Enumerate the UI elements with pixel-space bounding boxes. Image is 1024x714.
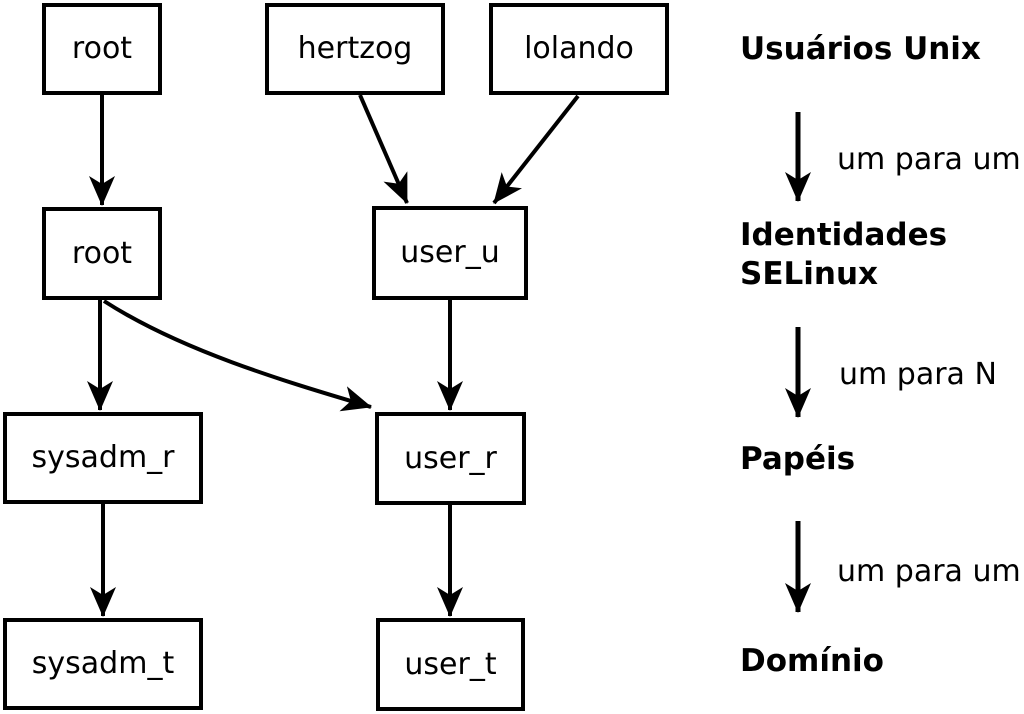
legend-mapping-one-to-one-1: um para um xyxy=(837,142,1021,177)
box-domain-sysadm_t: sysadm_t xyxy=(3,618,203,710)
legend-unix-users: Usuários Unix xyxy=(740,31,981,67)
box-label: user_r xyxy=(404,440,497,476)
legend-mapping-one-to-n: um para N xyxy=(839,357,997,392)
box-domain-user_t: user_t xyxy=(376,618,525,711)
arrow-root-to-user_r xyxy=(102,299,372,412)
legend-domain: Domínio xyxy=(740,643,884,679)
box-unix-lolando: lolando xyxy=(489,3,669,95)
box-selinux-root: root xyxy=(42,207,162,300)
box-role-user_r: user_r xyxy=(375,412,526,505)
arrow-hertzog-to-user_u xyxy=(358,94,409,204)
box-label: sysadm_t xyxy=(31,646,175,681)
legend-selinux-identities-line1: Identidades xyxy=(740,217,948,253)
box-role-sysadm_r: sysadm_r xyxy=(3,412,203,504)
box-label: root xyxy=(71,31,133,66)
box-selinux-user_u: user_u xyxy=(372,206,528,300)
legend-selinux-identities-line2: SELinux xyxy=(740,256,879,292)
box-label: root xyxy=(71,235,133,271)
box-label: hertzog xyxy=(297,31,413,66)
legend-roles: Papéis xyxy=(740,441,856,477)
box-unix-hertzog: hertzog xyxy=(265,3,445,95)
box-label: user_t xyxy=(404,646,497,682)
box-label: lolando xyxy=(524,31,634,66)
legend-selinux-identities: Identidades SELinux xyxy=(740,216,947,294)
arrow-lolando-to-user_u xyxy=(492,94,580,205)
box-unix-root: root xyxy=(42,3,162,95)
box-label: user_u xyxy=(400,235,500,270)
box-label: sysadm_r xyxy=(31,440,175,475)
legend-mapping-one-to-one-2: um para um xyxy=(837,554,1021,589)
